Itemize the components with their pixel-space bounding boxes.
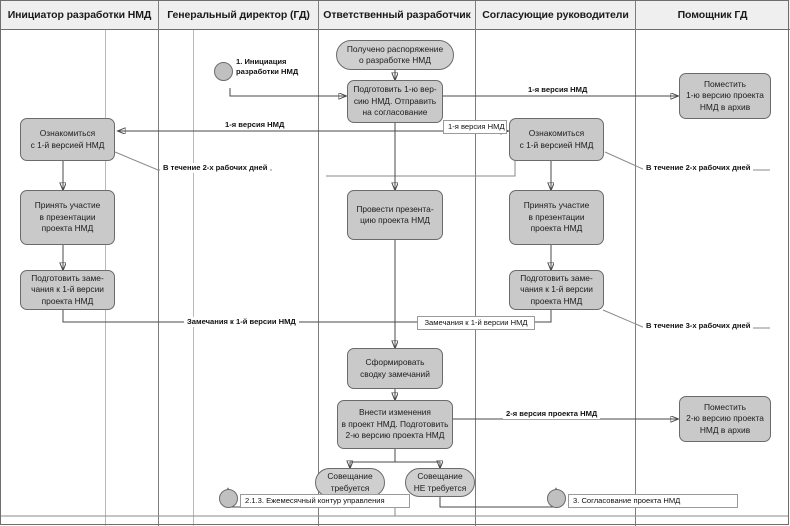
lane-header-gd: Генеральный директор (ГД) [167, 9, 310, 21]
flow-label-v1-to-initiator: 1-я версия НМД [222, 120, 288, 130]
lane-header-initiator: Инициатор разработки НМД [7, 9, 152, 21]
lane-header-assistant: Помощник ГД [677, 9, 748, 21]
lane-header-developer: Ответственный разработчик [323, 9, 471, 21]
task-review-v1-approvers[interactable]: Ознакомиться с 1-й версией НМД [509, 118, 604, 161]
task-archive-v1[interactable]: Поместить 1-ю версию проекта НМД в архив [679, 73, 771, 119]
flow-label-v2-to-assistant: 2-я версия проекта НМД [503, 409, 601, 419]
lane-divider-2 [318, 0, 319, 526]
task-prepare-v1[interactable]: Подготовить 1-ю вер- сию НМД. Отправить … [347, 80, 443, 123]
sla-note-approvers-2days: В течение 2-х рабочих дней [643, 163, 754, 173]
task-summary-remarks[interactable]: Сформировать сводку замечаний [347, 348, 443, 389]
flow-label-remarks-from-approvers: Замечания к 1-й версии НМД [417, 316, 535, 330]
lane-divider-1 [158, 0, 159, 526]
event-meeting-not-required[interactable]: Совещание НЕ требуется [405, 468, 475, 497]
start-event-initiation-caption: 1. Инициация разработки НМД [236, 57, 299, 76]
task-attend-presentation-approvers[interactable]: Принять участие в презентации проекта НМ… [509, 190, 604, 245]
task-remarks-approvers[interactable]: Подготовить заме- чания к 1-й версии про… [509, 270, 604, 310]
flow-label-v1-to-approvers: 1-я версия НМД [443, 120, 507, 134]
end-event-approval-caption: 3. Согласование проекта НМД [568, 494, 738, 508]
event-meeting-required[interactable]: Совещание требуется [315, 468, 385, 497]
lane-header-approvers: Согласующие руководители [482, 9, 629, 21]
end-event-approval[interactable] [547, 489, 566, 508]
end-event-monthly-loop[interactable] [219, 489, 238, 508]
guide-line-b [193, 30, 194, 526]
task-apply-changes[interactable]: Внести изменения в проект НМД. Подготови… [337, 400, 453, 449]
task-archive-v2[interactable]: Поместить 2-ю версию проекта НМД в архив [679, 396, 771, 442]
end-event-monthly-loop-caption: 2.1.3. Ежемесячный контур управления [240, 494, 410, 508]
lane-divider-4 [635, 0, 636, 526]
task-attend-presentation-initiator[interactable]: Принять участие в презентации проекта НМ… [20, 190, 115, 245]
task-hold-presentation[interactable]: Провести презента- цию проекта НМД [347, 190, 443, 240]
task-remarks-initiator[interactable]: Подготовить заме- чания к 1-й версии про… [20, 270, 115, 310]
task-review-v1-initiator[interactable]: Ознакомиться с 1-й версией НМД [20, 118, 115, 161]
event-order-received[interactable]: Получено распоряжение о разработке НМД [336, 40, 454, 70]
start-event-initiation[interactable] [214, 62, 233, 81]
flow-label-remarks-from-initiator: Замечания к 1-й версии НМД [184, 317, 299, 327]
flow-label-v1-to-assistant: 1-я версия НМД [525, 85, 591, 95]
sla-note-approvers-3days: В течение 3-х рабочих дней [643, 321, 754, 331]
lane-divider-3 [475, 0, 476, 526]
lane-header-band [0, 0, 790, 30]
sla-note-initiator-2days: В течение 2-х рабочих дней [160, 163, 271, 173]
